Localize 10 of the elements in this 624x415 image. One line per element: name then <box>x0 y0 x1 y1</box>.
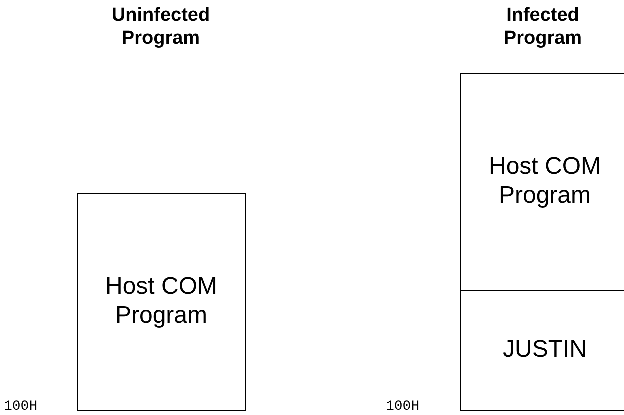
block-label: Host COM Program <box>488 153 602 211</box>
block-label: Host COM Program <box>104 273 218 331</box>
memory-block <box>460 73 624 291</box>
address-label: 100H <box>386 399 421 415</box>
memory-block <box>77 193 246 411</box>
memory-block <box>460 290 624 411</box>
column-heading: Uninfected Program <box>110 5 212 51</box>
address-label: 100H <box>4 399 39 415</box>
column-heading: Infected Program <box>502 5 584 51</box>
block-label: JUSTIN <box>503 336 587 365</box>
